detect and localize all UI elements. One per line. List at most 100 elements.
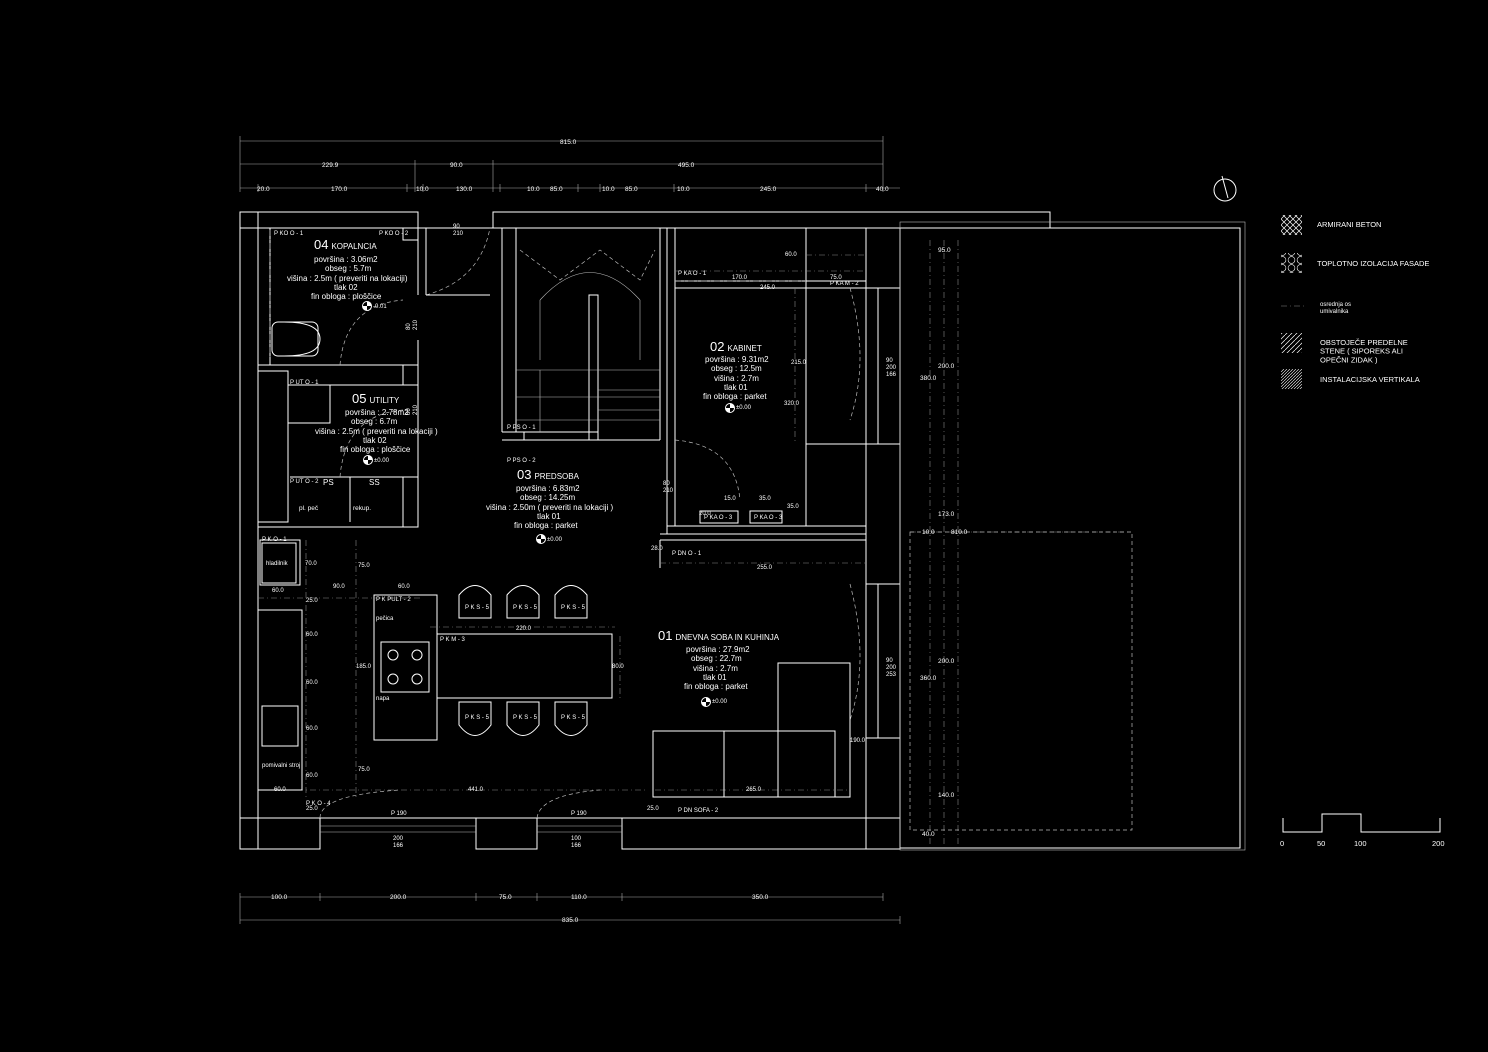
dim-text: 320.0 bbox=[784, 401, 800, 407]
dim-top-r3: 245.0 bbox=[760, 186, 777, 193]
room-line: fin obloga : parket bbox=[514, 521, 578, 530]
scale-label: 50 bbox=[1317, 839, 1325, 848]
dim-bottom: 200.0 bbox=[390, 894, 407, 901]
dimensions-top: 815.0 229.9 90.0 495.0 20.0 170.0 10.0 1… bbox=[239, 136, 900, 193]
dim-text: 215.0 bbox=[791, 360, 807, 366]
room-line: fin obloga : parket bbox=[684, 682, 748, 691]
dim-text: 60.0 bbox=[306, 726, 318, 732]
level-markers bbox=[362, 301, 735, 707]
legend-partition-icon bbox=[1281, 333, 1302, 353]
scale-label: 100 bbox=[1354, 839, 1367, 848]
tag-label: P DN SOFA - 2 bbox=[678, 808, 719, 814]
room-number: 01 bbox=[658, 628, 672, 643]
room-line: fin obloga : ploščice bbox=[311, 292, 382, 301]
door-tag: 80210 bbox=[406, 319, 419, 330]
tag-label: P K O - 4 bbox=[306, 801, 331, 807]
dim-right: 173.0 bbox=[938, 511, 955, 518]
interior-dim-texts: 60.0 170.0 75.0 245.0 215.0 320.0 15.0 3… bbox=[272, 224, 897, 849]
tag-label: P KO O - 2 bbox=[379, 231, 409, 237]
room-line: površina : 3.06m2 bbox=[314, 255, 378, 264]
dim-bottom: 75.0 bbox=[499, 894, 512, 901]
room-line: višina : 2.7m bbox=[714, 374, 759, 383]
dim-text: 35.0 bbox=[759, 496, 771, 502]
tag-label: P KA O - 1 bbox=[678, 271, 707, 277]
furnace-label: pl. peč bbox=[299, 505, 319, 512]
tag-label: P K S - 5 bbox=[513, 715, 538, 721]
tag-label: P K O - 1 bbox=[262, 537, 287, 543]
room-line: višina : 2.5m ( preveriti na lokaciji ) bbox=[315, 427, 438, 436]
level-value: ±0.00 bbox=[736, 405, 752, 411]
dim-right: 40.0 bbox=[922, 831, 935, 838]
room-name: KABINET bbox=[727, 344, 761, 353]
dim-overall-top: 815.0 bbox=[560, 139, 577, 146]
dim-text: 28.0 bbox=[651, 546, 663, 552]
room-name: UTILITY bbox=[369, 396, 399, 405]
dim-text: 25.0 bbox=[647, 806, 659, 812]
dim-text: 190.0 bbox=[850, 738, 866, 744]
room-line: tlak 01 bbox=[724, 383, 748, 392]
room-name: DNEVNA SOBA IN KUHINJA bbox=[675, 633, 779, 642]
room-line: višina : 2.5m ( preveriti na lokaciji) bbox=[287, 274, 408, 283]
dim-top-r3: 130.0 bbox=[456, 186, 473, 193]
dim-right: 95.0 bbox=[938, 247, 951, 254]
fixtures bbox=[257, 321, 851, 833]
room-line: površina : 27.9m2 bbox=[686, 645, 750, 654]
level-value: ±0.00 bbox=[547, 537, 563, 543]
scale-bar: 0 50 100 200 bbox=[1280, 813, 1445, 848]
door-swings bbox=[319, 227, 861, 819]
dim-text: 60.0 bbox=[306, 773, 318, 779]
tag-label: P KA O - 3 bbox=[704, 515, 733, 521]
dim-text: 60.0 bbox=[306, 680, 318, 686]
room-line: tlak 02 bbox=[334, 283, 358, 292]
dim-bottom: 110.0 bbox=[571, 894, 587, 901]
legend-label: TOPLOTNO IZOLACIJA FASADE bbox=[1317, 259, 1429, 268]
legend: ARMIRANI BETON TOPLOTNO IZOLACIJA FASADE… bbox=[1281, 215, 1429, 389]
dim-top-r3: 10.0 bbox=[527, 186, 540, 193]
dim-text: 60.0 bbox=[785, 252, 797, 258]
room-number: 05 bbox=[352, 391, 366, 406]
legend-concrete-icon bbox=[1281, 215, 1302, 235]
tag-label: P PS O - 2 bbox=[507, 458, 536, 464]
dim-text: 75.0 bbox=[358, 767, 370, 773]
ss-label: SS bbox=[369, 478, 380, 487]
tag-label: P K S - 5 bbox=[561, 715, 586, 721]
tag-label: P KA M - 2 bbox=[830, 281, 859, 287]
dim-text: 70.0 bbox=[305, 561, 317, 567]
dim-text: 170.0 bbox=[732, 275, 748, 281]
room-name: PREDSOBA bbox=[534, 472, 579, 481]
dim-right: 140.0 bbox=[938, 792, 955, 799]
dim-top-r3: 85.0 bbox=[625, 186, 638, 193]
dim-overall-bottom: 835.0 bbox=[562, 917, 579, 924]
room-number: 04 bbox=[314, 237, 328, 252]
tag-label: P 190 bbox=[571, 811, 587, 817]
dim-text: 60.0 bbox=[398, 584, 410, 590]
dim-right: 200.0 bbox=[938, 658, 955, 665]
dim-right: 810.0 bbox=[951, 529, 968, 536]
dim-top-r3: 10.0 bbox=[602, 186, 615, 193]
oven-label: pečica bbox=[376, 616, 394, 622]
tag-label: P DN O - 1 bbox=[672, 551, 702, 557]
dimensions-bottom: 100.0 200.0 75.0 110.0 350.0 835.0 bbox=[239, 893, 901, 924]
room-line: fin obloga : ploščice bbox=[340, 445, 411, 454]
dim-text: 80.0 bbox=[612, 664, 624, 670]
ps-label: PS bbox=[323, 478, 334, 487]
dim-text: 265.0 bbox=[746, 787, 762, 793]
tag-label: P K S - 5 bbox=[561, 605, 586, 611]
level-value: ±0.00 bbox=[712, 699, 728, 705]
tag-label: P 190 bbox=[391, 811, 407, 817]
tag-label: P K S - 5 bbox=[513, 605, 538, 611]
recuperator-label: rekup. bbox=[353, 505, 371, 512]
dim-text: 60.0 bbox=[274, 787, 286, 793]
